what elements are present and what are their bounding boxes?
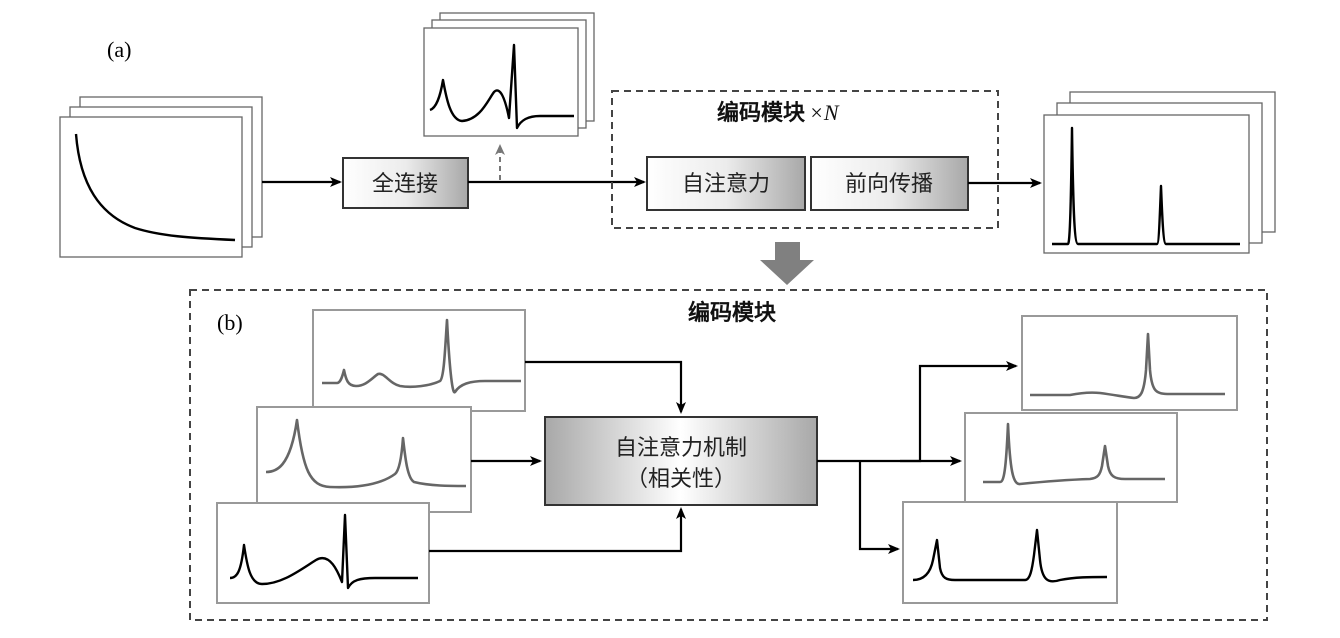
input-signal-1 — [312, 309, 526, 412]
input-signal-2 — [256, 406, 472, 513]
feed-forward-block: 前向传播 — [810, 156, 969, 211]
panel-b-title: 编码模块 — [688, 300, 777, 326]
input-waveform-1 — [322, 318, 521, 394]
output-waveform-2 — [983, 422, 1165, 486]
feed-forward-label: 前向传播 — [845, 172, 933, 197]
panel-a-label: (a) — [107, 37, 131, 62]
encoder-block-repeated: 编码模块 ×N — [611, 90, 999, 229]
panel-b-label: (b) — [217, 310, 243, 335]
encoder-repeat-count: ×N — [809, 100, 840, 125]
input-waveform-2 — [265, 418, 467, 489]
decay-curve — [74, 133, 236, 242]
output-spectrum-stack — [1043, 91, 1276, 254]
panel-b-frame — [189, 289, 1268, 621]
output-signal-1 — [1021, 315, 1238, 411]
input-waveform-3 — [229, 513, 418, 590]
arrow-mechanism-to-output1 — [817, 361, 1018, 463]
arrow-mechanism-to-output3 — [858, 461, 900, 554]
mechanism-label-line1: 自注意力机制 — [615, 436, 747, 461]
encoder-title: 编码模块 — [717, 100, 806, 126]
output-waveform-1 — [1030, 332, 1225, 400]
output-signal-3 — [902, 501, 1118, 604]
output-signal-2 — [964, 412, 1178, 503]
self-attention-block: 自注意力 — [646, 156, 806, 211]
arrow-input3-to-mechanism — [429, 507, 686, 553]
self-attention-label: 自注意力 — [682, 172, 770, 197]
fc-block-label: 全连接 — [372, 172, 438, 197]
output-peaks — [1052, 126, 1240, 246]
fc-output-preview-stack — [423, 12, 595, 137]
fc-block: 全连接 — [342, 157, 469, 209]
mechanism-label-line2: （相关性） — [626, 467, 736, 492]
output-waveform-3 — [912, 528, 1108, 583]
preview-waveform — [429, 43, 574, 130]
input-signal-3 — [216, 502, 430, 604]
self-attention-mechanism-block: 自注意力机制 （相关性） — [544, 416, 818, 506]
down-arrow — [760, 242, 814, 285]
arrow-input1-to-mechanism — [525, 360, 686, 414]
input-signal-stack — [59, 96, 263, 258]
